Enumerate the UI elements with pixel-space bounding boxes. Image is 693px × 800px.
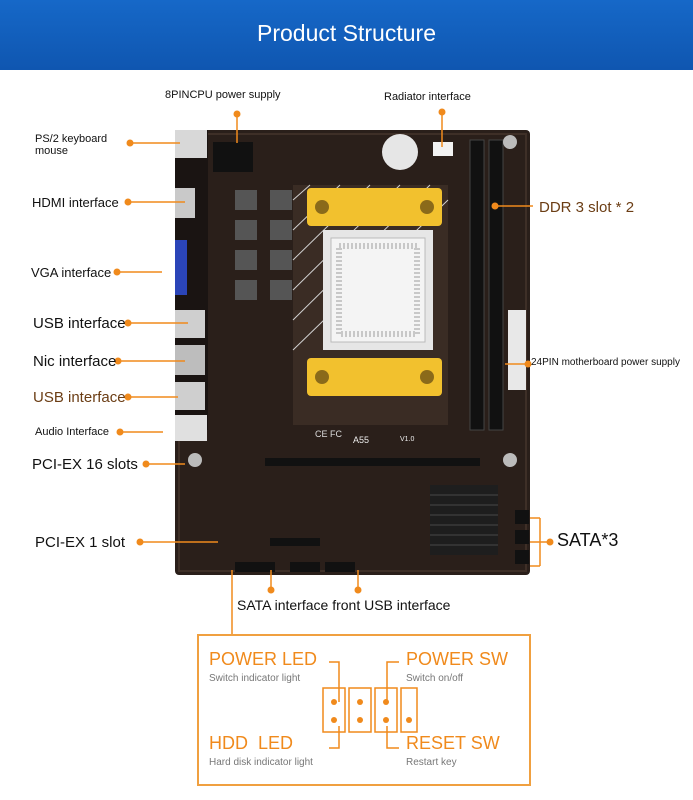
page-title: Product Structure: [257, 20, 436, 46]
hdd-led-desc: Hard disk indicator light: [209, 757, 313, 768]
cpu-power-label: 8PINCPU power supply: [165, 89, 281, 101]
sata3-label: SATA*3: [557, 530, 619, 550]
vga-label: VGA interface: [31, 265, 112, 280]
ddr3-label: DDR 3 slot * 2: [539, 199, 635, 216]
audio-label: Audio Interface: [35, 426, 109, 438]
pciex16-label: PCI-EX 16 slots: [32, 456, 138, 473]
power-sw-title: POWER SW: [406, 649, 508, 669]
hdd-led-title: HDD LED: [209, 733, 294, 753]
power-sw-desc: Switch on/off: [406, 673, 464, 684]
power24-label: 24PIN motherboard power supply: [531, 357, 680, 368]
pciex1-label: PCI-EX 1 slot: [35, 534, 126, 551]
ps2-label: PS/2 keyboard mouse: [35, 133, 108, 157]
reset-sw-title: RESET SW: [406, 733, 500, 753]
nic-label: Nic interface: [33, 353, 117, 370]
sata-front-usb-label: SATA interface front USB interface: [237, 597, 451, 613]
hdmi-label: HDMI interface: [32, 195, 119, 210]
usb-label-1: USB interface: [33, 315, 126, 332]
power-led-desc: Switch indicator light: [209, 673, 301, 684]
cert-mark: CE FC: [315, 429, 342, 439]
reset-sw-desc: Restart key: [406, 757, 457, 768]
power-led-title: POWER LED: [209, 649, 318, 669]
title-banner: Product Structure: [0, 0, 693, 70]
front-panel-header-diagram: POWER LED Switch indicator light POWER S…: [197, 634, 531, 786]
chip-mark: A55: [353, 435, 370, 445]
version-mark: V1.0: [400, 436, 415, 443]
radiator-label: Radiator interface: [384, 91, 471, 103]
usb-label-2: USB interface: [33, 389, 126, 406]
